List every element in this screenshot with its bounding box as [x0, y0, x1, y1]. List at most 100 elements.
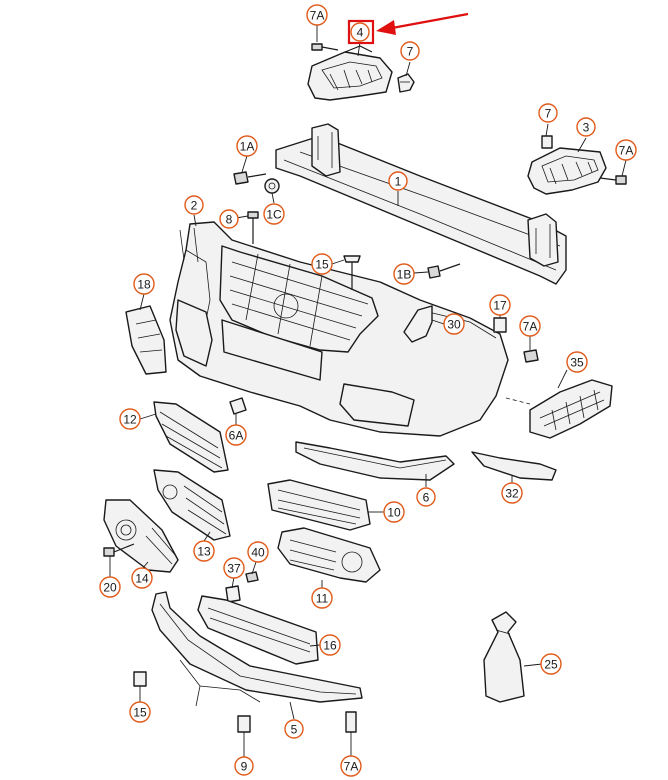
callout-12: 12: [119, 408, 141, 430]
callout-ring: [306, 4, 328, 26]
callout-37: 37: [223, 557, 245, 579]
screw-15-bottom: [133, 671, 147, 687]
callout-ring: [576, 117, 596, 137]
callout-1b: 1B: [393, 263, 415, 285]
callout-label: 1B: [397, 268, 412, 282]
callout-7a-bottom: 7A: [340, 755, 362, 777]
callout-ring: [350, 22, 370, 42]
callout-ring: [219, 209, 239, 229]
bracket-3: [527, 147, 607, 195]
callout-35: 35: [566, 351, 588, 373]
callout-2: 2: [184, 195, 204, 215]
callout-label: 7A: [619, 144, 634, 158]
callout-ring: [489, 294, 511, 316]
callout-25: 25: [540, 653, 562, 675]
callout-label: 11: [316, 592, 329, 606]
callout-label: 1C: [266, 208, 282, 222]
clip-6a: [229, 397, 247, 415]
grommet-1c: [264, 178, 280, 194]
callout-7a-top: 7A: [306, 4, 328, 26]
highlight-box-part-4: [347, 19, 375, 45]
callout-ring: [393, 263, 415, 285]
callout-30: 30: [443, 313, 465, 335]
screw-7a-top: [311, 43, 339, 51]
callout-ring: [129, 701, 151, 723]
callout-label: 25: [544, 658, 558, 672]
bolt-1a: [233, 171, 267, 185]
callout-ring: [519, 315, 541, 337]
callout-ring: [311, 253, 333, 275]
callout-ring: [133, 273, 155, 295]
callout-label: 1: [395, 175, 402, 189]
bumper-cover-2: [169, 221, 509, 437]
callout-ring: [99, 576, 121, 598]
callout-ring: [383, 501, 405, 523]
callout-3: 3: [576, 117, 596, 137]
callout-11: 11: [311, 587, 333, 609]
callout-ring: [263, 203, 285, 225]
callout-7a-mid: 7A: [519, 315, 541, 337]
screw-15-mid: [343, 255, 361, 290]
callout-label: 7A: [344, 760, 359, 774]
callout-ring: [400, 41, 420, 61]
callout-label: 8: [226, 213, 233, 227]
callout-ring: [311, 587, 333, 609]
callout-label: 4: [357, 26, 364, 40]
screw-7a-mid: [523, 349, 539, 363]
callout-ring: [193, 540, 215, 562]
callout-label: 10: [387, 506, 401, 520]
grille-13: [153, 469, 231, 541]
spoiler-5: [151, 591, 363, 707]
callout-label: 40: [251, 546, 265, 560]
callout-ring: [566, 351, 588, 373]
moulding-6: [295, 441, 455, 481]
callout-20: 20: [99, 576, 121, 598]
callout-14: 14: [131, 567, 153, 589]
callout-ring: [225, 424, 247, 446]
clip-17: [493, 317, 507, 333]
callout-ring: [234, 756, 254, 776]
clip-37: [225, 585, 241, 603]
callout-label: 9: [241, 760, 248, 774]
callout-6: 6: [416, 487, 436, 507]
callout-label: 35: [570, 356, 584, 370]
callout-ring: [538, 103, 558, 123]
callout-5: 5: [284, 719, 304, 739]
bag-25: [483, 611, 525, 703]
callout-ring: [501, 482, 523, 504]
callout-40: 40: [247, 541, 269, 563]
callout-label: 32: [505, 487, 519, 501]
callout-label: 20: [103, 581, 117, 595]
callout-10: 10: [383, 501, 405, 523]
callout-label: 12: [123, 413, 137, 427]
callout-ring: [223, 557, 245, 579]
callout-label: 7: [545, 107, 552, 121]
callout-label: 6: [423, 491, 430, 505]
callout-label: 6A: [229, 429, 244, 443]
guide-35: [529, 379, 613, 439]
callout-ring: [131, 567, 153, 589]
callout-ring: [236, 135, 258, 157]
callout-7a-right: 7A: [615, 139, 637, 161]
callout-label: 7: [407, 45, 414, 59]
callout-ring: [540, 653, 562, 675]
fog-cover-14: [103, 499, 179, 573]
grille-12: [153, 401, 229, 473]
callout-17: 17: [489, 294, 511, 316]
callout-ring: [284, 719, 304, 739]
callout-label: 1A: [240, 140, 255, 154]
callout-label: 2: [191, 199, 198, 213]
highlight-arrow: [376, 12, 469, 35]
callout-ring: [443, 313, 465, 335]
callout-ring: [416, 487, 436, 507]
callout-ring: [119, 408, 141, 430]
grille-11: [277, 527, 381, 583]
callout-ring: [184, 195, 204, 215]
screw-20: [103, 543, 135, 557]
bracket-18: [125, 305, 167, 375]
grille-10: [267, 479, 371, 531]
callout-7-right: 7: [538, 103, 558, 123]
callout-6a: 6A: [225, 424, 247, 446]
bracket-30: [403, 305, 433, 343]
callout-7-top: 7: [400, 41, 420, 61]
